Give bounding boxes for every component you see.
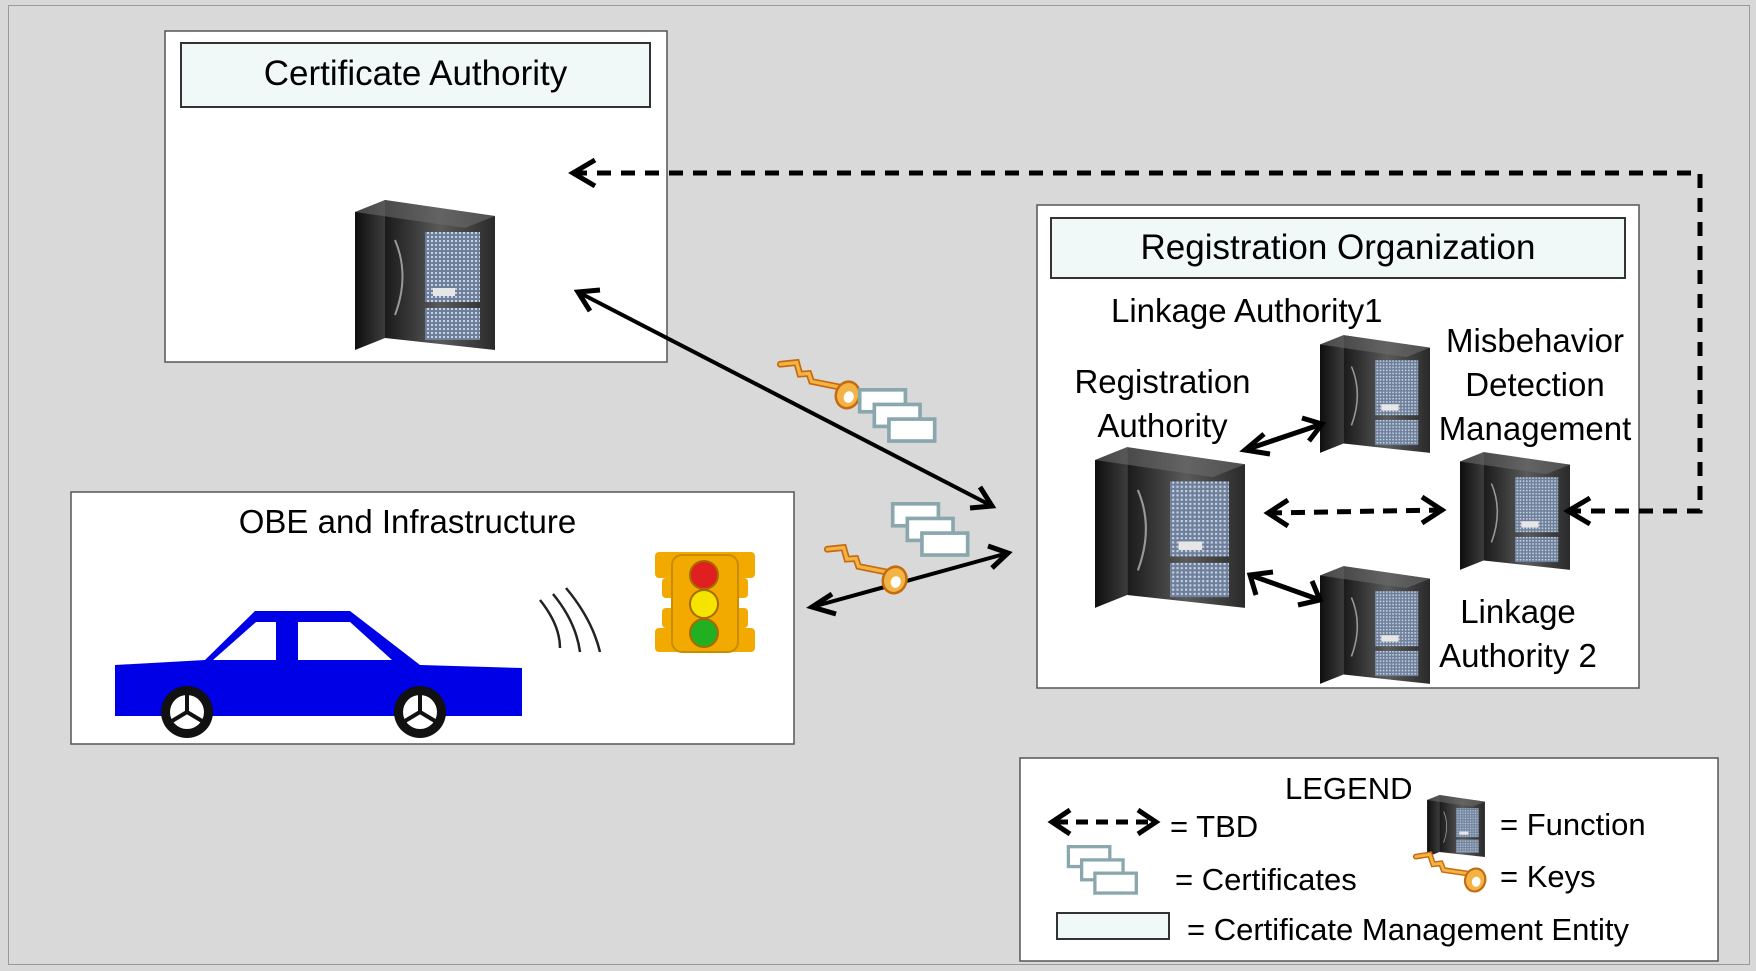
ra-mdm-arrowhead-b <box>1420 494 1447 526</box>
linkage-authority-2-label-line1: Linkage <box>1460 593 1576 630</box>
legend-keys-label: = Keys <box>1500 859 1596 894</box>
registration-organization-panel <box>1036 204 1640 689</box>
misbehavior-label-line3: Management <box>1438 410 1632 447</box>
ca-ra-arrowhead-b <box>969 485 997 511</box>
certificate-authority-title: Certificate Authority <box>263 54 568 93</box>
linkage-authority-1-label: Linkage Authority1 <box>1111 292 1383 329</box>
misbehavior-detection-server-icon <box>1460 452 1570 570</box>
key-icon <box>821 543 911 596</box>
ra-la2-connector <box>1249 572 1321 603</box>
misbehavior-label-line1: Misbehavior <box>1446 322 1624 359</box>
legend-tbd-icon <box>1047 807 1161 837</box>
ra-mdm-arrowhead-a <box>1263 497 1290 529</box>
registration-organization-title: Registration Organization <box>1140 228 1536 267</box>
traffic-light-icon <box>655 552 755 653</box>
ra-la1-connector <box>1244 421 1323 453</box>
obe-ra-arrowhead-b <box>987 543 1013 570</box>
obe-title: OBE and Infrastructure <box>238 503 577 540</box>
legend-function-icon <box>1426 795 1486 857</box>
registration-authority-label-line1: Registration <box>1074 363 1251 400</box>
ca-mdm-tbd-connector <box>573 170 1703 514</box>
linkage-authority-1-server-icon <box>1320 335 1430 453</box>
legend-function-label: = Function <box>1500 807 1646 842</box>
ra-la2-arrowhead-b <box>1297 580 1324 608</box>
ca-ra-connector <box>577 290 993 508</box>
wireless-signal-icon <box>539 587 602 653</box>
ca-ra-arrowhead-a <box>573 287 601 313</box>
misbehavior-label-line2: Detection <box>1465 366 1605 403</box>
legend-cme-label: = Certificate Management Entity <box>1187 912 1629 947</box>
registration-authority-label-line2: Authority <box>1097 407 1228 444</box>
ra-mdm-tbd-connector <box>1267 507 1443 516</box>
legend-certificates-label: = Certificates <box>1175 862 1357 897</box>
registration-organization-title-box <box>1050 217 1626 279</box>
obe-ra-connector <box>811 551 1009 609</box>
certificates-icon <box>857 388 937 443</box>
key-icon <box>774 358 864 411</box>
certificate-authority-title-box <box>180 42 651 108</box>
ca-arrowhead <box>568 157 597 189</box>
linkage-authority-2-label-line2: Authority 2 <box>1439 637 1597 674</box>
mdm-arrowhead <box>1563 495 1592 527</box>
legend-title: LEGEND <box>1285 771 1413 806</box>
certificate-authority-server-icon <box>353 200 497 350</box>
certificates-icon <box>890 502 970 557</box>
registration-authority-server-icon <box>1095 446 1245 609</box>
linkage-authority-2-server-icon <box>1320 566 1430 684</box>
ra-la1-arrowhead-b <box>1301 415 1327 443</box>
ra-la2-arrowhead-a <box>1246 569 1274 596</box>
legend-cme-icon <box>1056 912 1170 940</box>
ra-la1-arrowhead-a <box>1239 432 1271 457</box>
legend-tbd-label: = TBD <box>1170 809 1259 844</box>
obe-ra-arrowhead-a <box>806 591 837 617</box>
car-icon <box>115 611 522 738</box>
